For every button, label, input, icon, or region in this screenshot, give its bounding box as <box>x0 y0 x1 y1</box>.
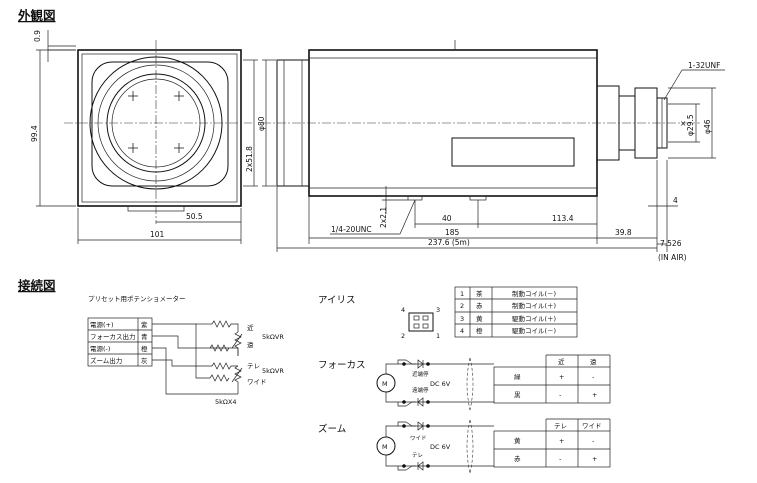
focus-motor-label: M <box>382 380 388 388</box>
dim-237-6: 237.6 (5m) <box>428 238 470 247</box>
dim-50-5: 50.5 <box>186 212 203 221</box>
dim-2x51-8: 2x51.8 <box>245 146 254 172</box>
dim-phi29-5: φ29.5 <box>686 114 695 136</box>
dim-2x2-1: 2x2.1 <box>379 207 388 228</box>
zoom-supply-label: DC 6V <box>430 443 451 451</box>
preset-near-label: 近 <box>247 323 254 332</box>
zoom-row-color: 赤 <box>514 455 521 463</box>
iris-title: アイリス <box>318 295 356 306</box>
dim-4: 4 <box>673 196 678 205</box>
iris-row-no: 2 <box>460 302 464 310</box>
front-bezel <box>91 61 229 187</box>
preset-row-label: ズーム出力 <box>90 356 122 365</box>
outline-heading: 外観図 <box>17 8 56 23</box>
focus-diagram: フォーカス M 近端停 遠端停 DC 6V 近 遠 緑 + - 黒 - + <box>318 354 611 411</box>
focus-row-b: - <box>592 373 595 381</box>
iris-pin-1: 1 <box>436 332 440 340</box>
preset-row-label: 電源(-) <box>90 344 110 353</box>
zoom-head-wide: ワイド <box>582 422 602 430</box>
iris-row-no: 1 <box>460 290 464 298</box>
iris-row-color: 赤 <box>476 302 483 310</box>
zoom-row-color: 黄 <box>514 436 521 445</box>
preset-r3-label: 5kΩX4 <box>215 398 236 406</box>
preset-row-color: 紫 <box>141 321 148 329</box>
focus-row-color: 黒 <box>514 391 521 399</box>
iris-row-no: 3 <box>460 315 464 323</box>
zoom-row-b: - <box>592 437 595 445</box>
iris-row-color: 黄 <box>476 314 483 323</box>
focus-row-color: 緑 <box>514 372 521 381</box>
zoom-wide-label: ワイド <box>410 435 427 442</box>
focus-row-b: + <box>592 391 597 399</box>
focus-head-near: 近 <box>558 357 565 366</box>
iris-diagram: アイリス 4 3 2 1 1 茶 制動コイル(－) 2 赤 制動コイル(＋) 3… <box>318 286 578 340</box>
dim-39-8: 39.8 <box>615 228 632 237</box>
front-housing-outline <box>77 49 242 207</box>
focus-far-stop-label: 遠端停 <box>412 386 429 394</box>
iris-row-color: 橙 <box>476 326 483 335</box>
dim-1-32unf: 1-32UNF <box>688 61 720 70</box>
preset-tele-label: テレ <box>247 362 260 370</box>
zoom-tele-label: テレ <box>412 452 423 459</box>
dim-tripod-thread: 1/4-20UNC <box>331 225 372 234</box>
preset-row-color: 青 <box>141 332 148 341</box>
preset-vr1-label: 5kΩVR <box>262 333 284 341</box>
iris-row-desc: 駆動コイル(＋) <box>512 314 556 323</box>
dim-phi46: φ46 <box>703 119 712 134</box>
svg-text:×: × <box>680 119 686 128</box>
side-label-window <box>451 137 575 167</box>
zoom-row-a: + <box>559 437 564 445</box>
iris-row-desc: 制動コイル(－) <box>512 289 556 298</box>
preset-row-label: 電源(+) <box>90 320 114 329</box>
iris-pin-4: 4 <box>401 306 405 314</box>
dim-101: 101 <box>150 230 165 239</box>
zoom-diagram: ズーム M ワイド テレ DC 6V テレ ワイド 黄 + - 赤 - + <box>318 418 611 475</box>
preset-title: プリセット用ポテンショメーター <box>88 294 186 303</box>
dim-113-4: 113.4 <box>552 214 574 223</box>
dim-185: 185 <box>445 228 460 237</box>
zoom-title: ズーム <box>318 423 346 435</box>
preset-potentiometer-diagram: プリセット用ポテンショメーター 電源(+) 紫 フォーカス出力 青 電源(-) … <box>87 294 284 406</box>
focus-near-stop-label: 近端停 <box>412 370 429 378</box>
zoom-row-b: + <box>592 455 597 463</box>
focus-row-a: - <box>559 391 562 399</box>
preset-row-label: フォーカス出力 <box>90 332 136 341</box>
side-view: φ80 1-32UNF φ29.5 φ46 × 4 2x2.1 40 113.4 <box>257 40 725 262</box>
preset-row-color: 橙 <box>141 344 148 353</box>
iris-connector-icon <box>408 312 434 332</box>
zoom-motor-label: M <box>382 443 388 451</box>
preset-wide-label: ワイド <box>247 378 267 386</box>
iris-row-desc: 駆動コイル(－) <box>512 326 556 335</box>
preset-vr2-label: 5kΩVR <box>262 367 284 375</box>
iris-pin-3: 3 <box>436 306 440 314</box>
dim-in-air: (IN AIR) <box>658 253 687 262</box>
zoom-head-tele: テレ <box>554 422 567 430</box>
focus-supply-label: DC 6V <box>430 380 451 388</box>
dim-40: 40 <box>442 214 452 223</box>
wiring-heading: 接続図 <box>18 278 56 293</box>
dim-0-9: 0.9 <box>33 30 42 42</box>
focus-head-far: 遠 <box>590 357 597 366</box>
zoom-row-a: - <box>559 455 562 463</box>
preset-far-label: 遠 <box>247 340 254 349</box>
focus-title: フォーカス <box>318 360 366 371</box>
front-view: 0.9 99.4 2x51.8 50.5 101 <box>30 30 258 244</box>
dim-7-526: 7.526 <box>660 239 682 248</box>
iris-row-desc: 制動コイル(＋) <box>512 301 556 310</box>
focus-row-a: + <box>559 373 564 381</box>
dim-99-4: 99.4 <box>30 125 39 142</box>
preset-row-color: 灰 <box>141 356 148 365</box>
iris-row-color: 茶 <box>476 289 483 298</box>
iris-row-no: 4 <box>460 327 464 335</box>
iris-pin-2: 2 <box>401 332 405 340</box>
dim-phi80: φ80 <box>257 116 266 131</box>
